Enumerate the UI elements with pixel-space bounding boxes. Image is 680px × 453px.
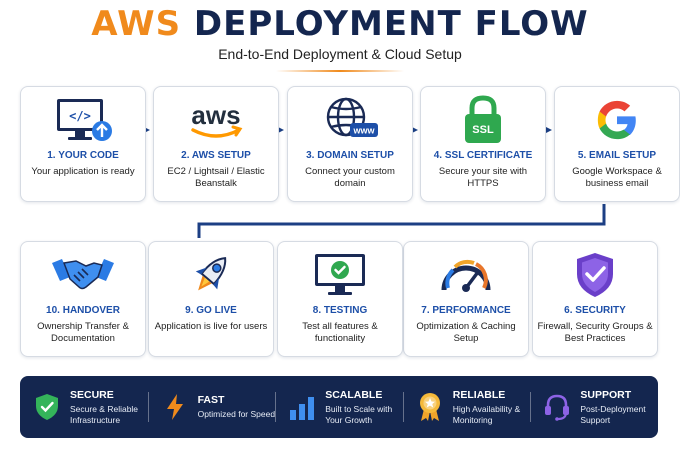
svg-text:</>: </>	[69, 109, 91, 123]
feature-desc: Built to Scale with Your Growth	[325, 403, 393, 425]
step-card-4: SSL 4. SSL CERTIFICATE Secure your site …	[420, 86, 546, 202]
step-desc: Test all features & functionality	[302, 321, 378, 344]
step-title: 8. TESTING	[312, 305, 368, 316]
feature-title: SUPPORT	[580, 388, 632, 401]
shield-check-icon	[30, 390, 64, 424]
feature-desc: High Availability & Monitoring	[452, 403, 521, 425]
step-desc: Firewall, Security Groups & Best Practic…	[537, 321, 653, 344]
step-title: 1. YOUR CODE	[47, 150, 119, 161]
step-desc: Ownership Transfer & Documentation	[37, 321, 129, 344]
padlock-ssl-icon: SSL	[421, 95, 545, 145]
globe-www-icon: www	[288, 95, 412, 145]
step-desc: Optimization & Caching Setup	[416, 321, 516, 344]
step-card-2: aws 2. AWS SETUP EC2 / Lightsail / Elast…	[153, 86, 279, 202]
arrow-5-6-connector	[197, 204, 606, 238]
step-card-7: 7. PERFORMANCE Optimization & Caching Se…	[403, 241, 529, 357]
feature-title: SCALABLE	[325, 388, 383, 401]
step-desc: Google Workspace & business email	[572, 166, 662, 189]
headset-icon	[540, 390, 574, 424]
feature-title: FAST	[197, 394, 225, 406]
svg-text:www: www	[352, 126, 375, 136]
monitor-check-icon	[278, 250, 402, 300]
feature-desc: Secure & Reliable Infrastructure	[70, 403, 139, 425]
step-card-5: 5. EMAIL SETUP Google Workspace & busine…	[554, 86, 680, 202]
rocket-icon	[149, 250, 273, 300]
shield-check-icon	[533, 250, 657, 300]
step-card-3: www 3. DOMAIN SETUP Connect your custom …	[287, 86, 413, 202]
page-title: AWS DEPLOYMENT FLOW	[0, 4, 680, 44]
speedometer-icon	[404, 250, 528, 300]
feature-scalable: SCALABLE Built to Scale with Your Growth	[275, 384, 403, 430]
svg-text:SSL: SSL	[472, 124, 494, 136]
feature-secure: SECURE Secure & Reliable Infrastructure	[20, 384, 148, 430]
step-card-1: </> 1. YOUR CODE Your application is rea…	[20, 86, 146, 202]
title-rest: DEPLOYMENT FLOW	[193, 4, 589, 44]
step-card-9: 9. GO LIVE Application is live for users	[148, 241, 274, 357]
step-title: 3. DOMAIN SETUP	[306, 150, 394, 161]
step-desc: Application is live for users	[154, 321, 268, 332]
title-underline	[276, 70, 404, 72]
step-desc: Secure your site with HTTPS	[438, 166, 528, 189]
code-monitor-upload-icon: </>	[21, 95, 145, 145]
step-title: 7. PERFORMANCE	[421, 305, 511, 316]
feature-support: SUPPORT Post-Deployment Support	[530, 384, 658, 430]
feature-fast: FAST Optimized for Speed	[147, 384, 276, 430]
bar-chart-icon	[285, 390, 319, 424]
feature-title: SECURE	[70, 388, 114, 401]
step-desc: Your application is ready	[31, 166, 135, 177]
award-medal-icon	[413, 390, 447, 424]
step-title: 9. GO LIVE	[185, 305, 237, 316]
lightning-icon	[158, 390, 192, 424]
step-title: 6. SECURITY	[564, 305, 626, 316]
step-desc: Connect your custom domain	[305, 166, 395, 189]
page-subtitle: End-to-End Deployment & Cloud Setup	[218, 46, 462, 62]
aws-logo-icon: aws	[154, 95, 278, 145]
feature-desc: Post-Deployment Support	[580, 403, 646, 425]
feature-desc: Optimized for Speed	[197, 409, 276, 419]
step-desc: EC2 / Lightsail / Elastic Beanstalk	[167, 166, 265, 189]
step-title: 4. SSL CERTIFICATE	[433, 150, 533, 161]
title-highlight: AWS	[91, 4, 182, 44]
step-title: 5. EMAIL SETUP	[577, 150, 657, 161]
step-title: 2. AWS SETUP	[181, 150, 251, 161]
step-title: 10. HANDOVER	[46, 305, 120, 316]
google-logo-icon	[555, 95, 679, 145]
svg-text:aws: aws	[191, 100, 240, 130]
step-card-6: 6. SECURITY Firewall, Security Groups & …	[532, 241, 658, 357]
step-card-8: 8. TESTING Test all features & functiona…	[277, 241, 403, 357]
handshake-icon	[21, 250, 145, 300]
step-card-10: 10. HANDOVER Ownership Transfer & Docume…	[20, 241, 146, 357]
feature-reliable: RELIABLE High Availability & Monitoring	[402, 384, 531, 430]
features-bar: SECURE Secure & Reliable Infrastructure …	[20, 376, 658, 438]
feature-title: RELIABLE	[452, 388, 506, 401]
